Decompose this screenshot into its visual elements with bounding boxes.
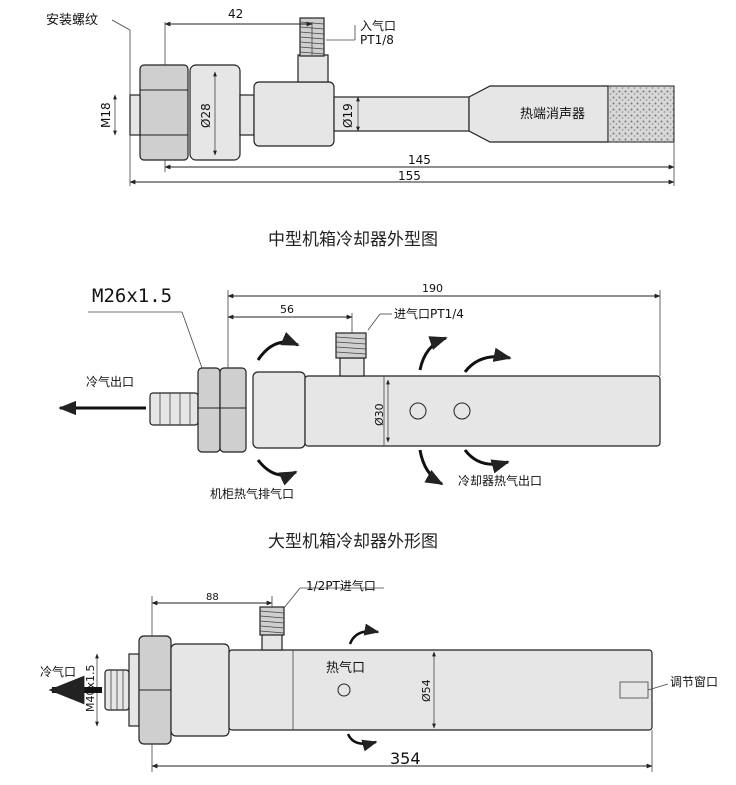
hex-nut xyxy=(139,64,189,161)
flow-arrow-2 xyxy=(256,459,298,486)
dim-145: 145 xyxy=(408,153,431,167)
vent-hole-1 xyxy=(409,402,427,420)
flow-arrow-6 xyxy=(463,449,510,474)
dia-30: Ø30 xyxy=(373,403,386,426)
diagram-large-cabinet-cooler: M26x1.5 190 56 进气口PT1/4 冷气出口 Ø30 冷却器热气出口… xyxy=(58,282,661,501)
inlet-label2: 进气口PT1/4 xyxy=(394,306,464,321)
thread-m18: M18 xyxy=(99,102,113,128)
muffler-element xyxy=(607,85,675,143)
neck xyxy=(239,94,255,136)
dim-155: 155 xyxy=(398,169,421,183)
inlet-base3 xyxy=(261,633,283,651)
main-cylinder xyxy=(253,81,335,147)
flow-arrow-5 xyxy=(418,449,444,486)
inlet-thread-label: PT1/8 xyxy=(360,33,394,47)
main-tube xyxy=(304,375,661,447)
nut-right xyxy=(219,367,247,453)
muffler-label: 热端消声器 xyxy=(520,107,585,122)
flow-arrow-8 xyxy=(346,733,378,752)
hot-outlet-label: 冷却器热气出口 xyxy=(458,473,542,488)
caption-large-cooler: 大型机箱冷却器外形图 xyxy=(268,532,438,552)
thread-m26: M26x1.5 xyxy=(92,285,172,307)
adjust-window-label: 调节窗口 xyxy=(670,675,718,689)
dia-19: Ø19 xyxy=(341,103,355,128)
flange xyxy=(128,653,140,727)
mount-thread-callout: 安装螺纹 xyxy=(46,13,98,28)
dia-54: Ø54 xyxy=(420,679,433,702)
vent-hole-2 xyxy=(453,402,471,420)
inlet-base xyxy=(297,54,329,83)
caption-medium-cooler: 中型机箱冷却器外型图 xyxy=(268,230,438,250)
thread-m40: M40x1.5 xyxy=(84,665,97,713)
nut-left xyxy=(197,367,221,453)
hot-port-hole xyxy=(337,683,351,697)
diagram-medium-cooler: 安装螺纹 42 入气口 PT1/8 M18 Ø28 Ø19 热端消声器 145 … xyxy=(46,7,675,186)
cold-barb xyxy=(149,392,199,426)
cold-outlet-label3: 冷气口 xyxy=(40,664,76,679)
dim-56: 56 xyxy=(280,303,294,316)
hot-port-label: 热气口 xyxy=(326,660,365,676)
mount-thread xyxy=(129,94,141,136)
diagram-xl-cooler: 1/2PT进气口 88 冷气口 M40x1.5 热气口 Ø54 调节窗口 354 xyxy=(40,578,718,772)
inlet-label: 入气口 xyxy=(360,18,396,33)
inlet-label3: 1/2PT进气口 xyxy=(306,578,376,593)
main-tube3 xyxy=(228,649,653,731)
dim-190: 190 xyxy=(422,282,443,295)
flow-arrow-7 xyxy=(348,623,380,645)
dim-88: 88 xyxy=(206,592,219,603)
inlet-base2 xyxy=(339,357,365,377)
inlet-thread2 xyxy=(335,332,367,359)
flow-arrow-3 xyxy=(418,336,448,371)
cold-outlet-label: 冷气出口 xyxy=(86,374,134,389)
gen-body xyxy=(252,371,306,449)
gen-body3 xyxy=(170,643,230,737)
dim-354: 354 xyxy=(390,749,421,768)
flow-arrow-4 xyxy=(463,347,512,373)
dim-42: 42 xyxy=(228,7,243,21)
cabinet-exhaust-label: 机柜热气排气口 xyxy=(210,486,294,501)
dia-28: Ø28 xyxy=(199,103,213,128)
flow-arrow-1 xyxy=(256,331,300,361)
